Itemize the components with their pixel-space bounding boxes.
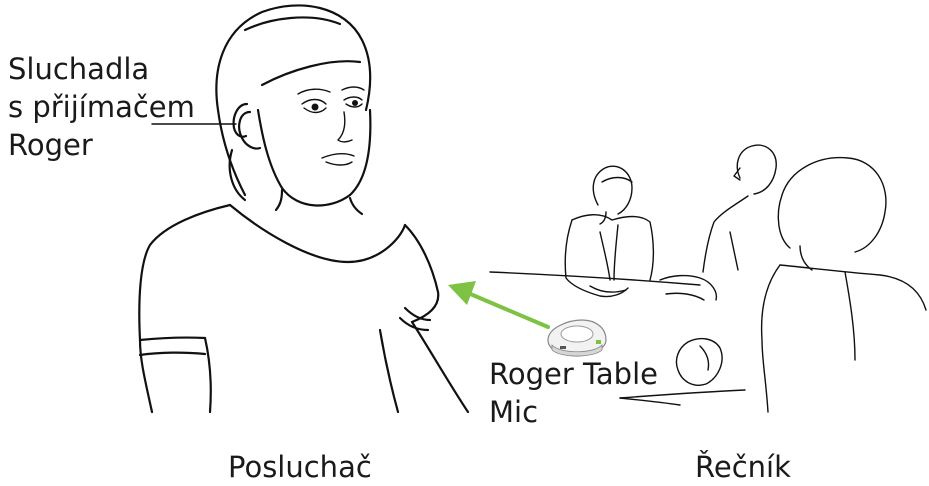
- speaker-label: Řečník: [695, 448, 791, 486]
- signal-arrow: [448, 281, 548, 327]
- hearing-aids-label: Sluchadla s přijímačem Roger: [8, 50, 195, 164]
- roger-table-mic: [548, 320, 606, 356]
- hearing-aids-label-line-3: Roger: [8, 126, 195, 164]
- hearing-aids-label-line-2: s přijímačem: [8, 88, 195, 126]
- roger-table-mic-label: Roger Table Mic: [489, 355, 658, 431]
- roger-table-mic-label-line-2: Mic: [489, 393, 658, 431]
- hearing-aids-label-line-1: Sluchadla: [8, 50, 195, 88]
- listener-label: Posluchač: [228, 448, 372, 486]
- roger-table-mic-label-line-1: Roger Table: [489, 355, 658, 393]
